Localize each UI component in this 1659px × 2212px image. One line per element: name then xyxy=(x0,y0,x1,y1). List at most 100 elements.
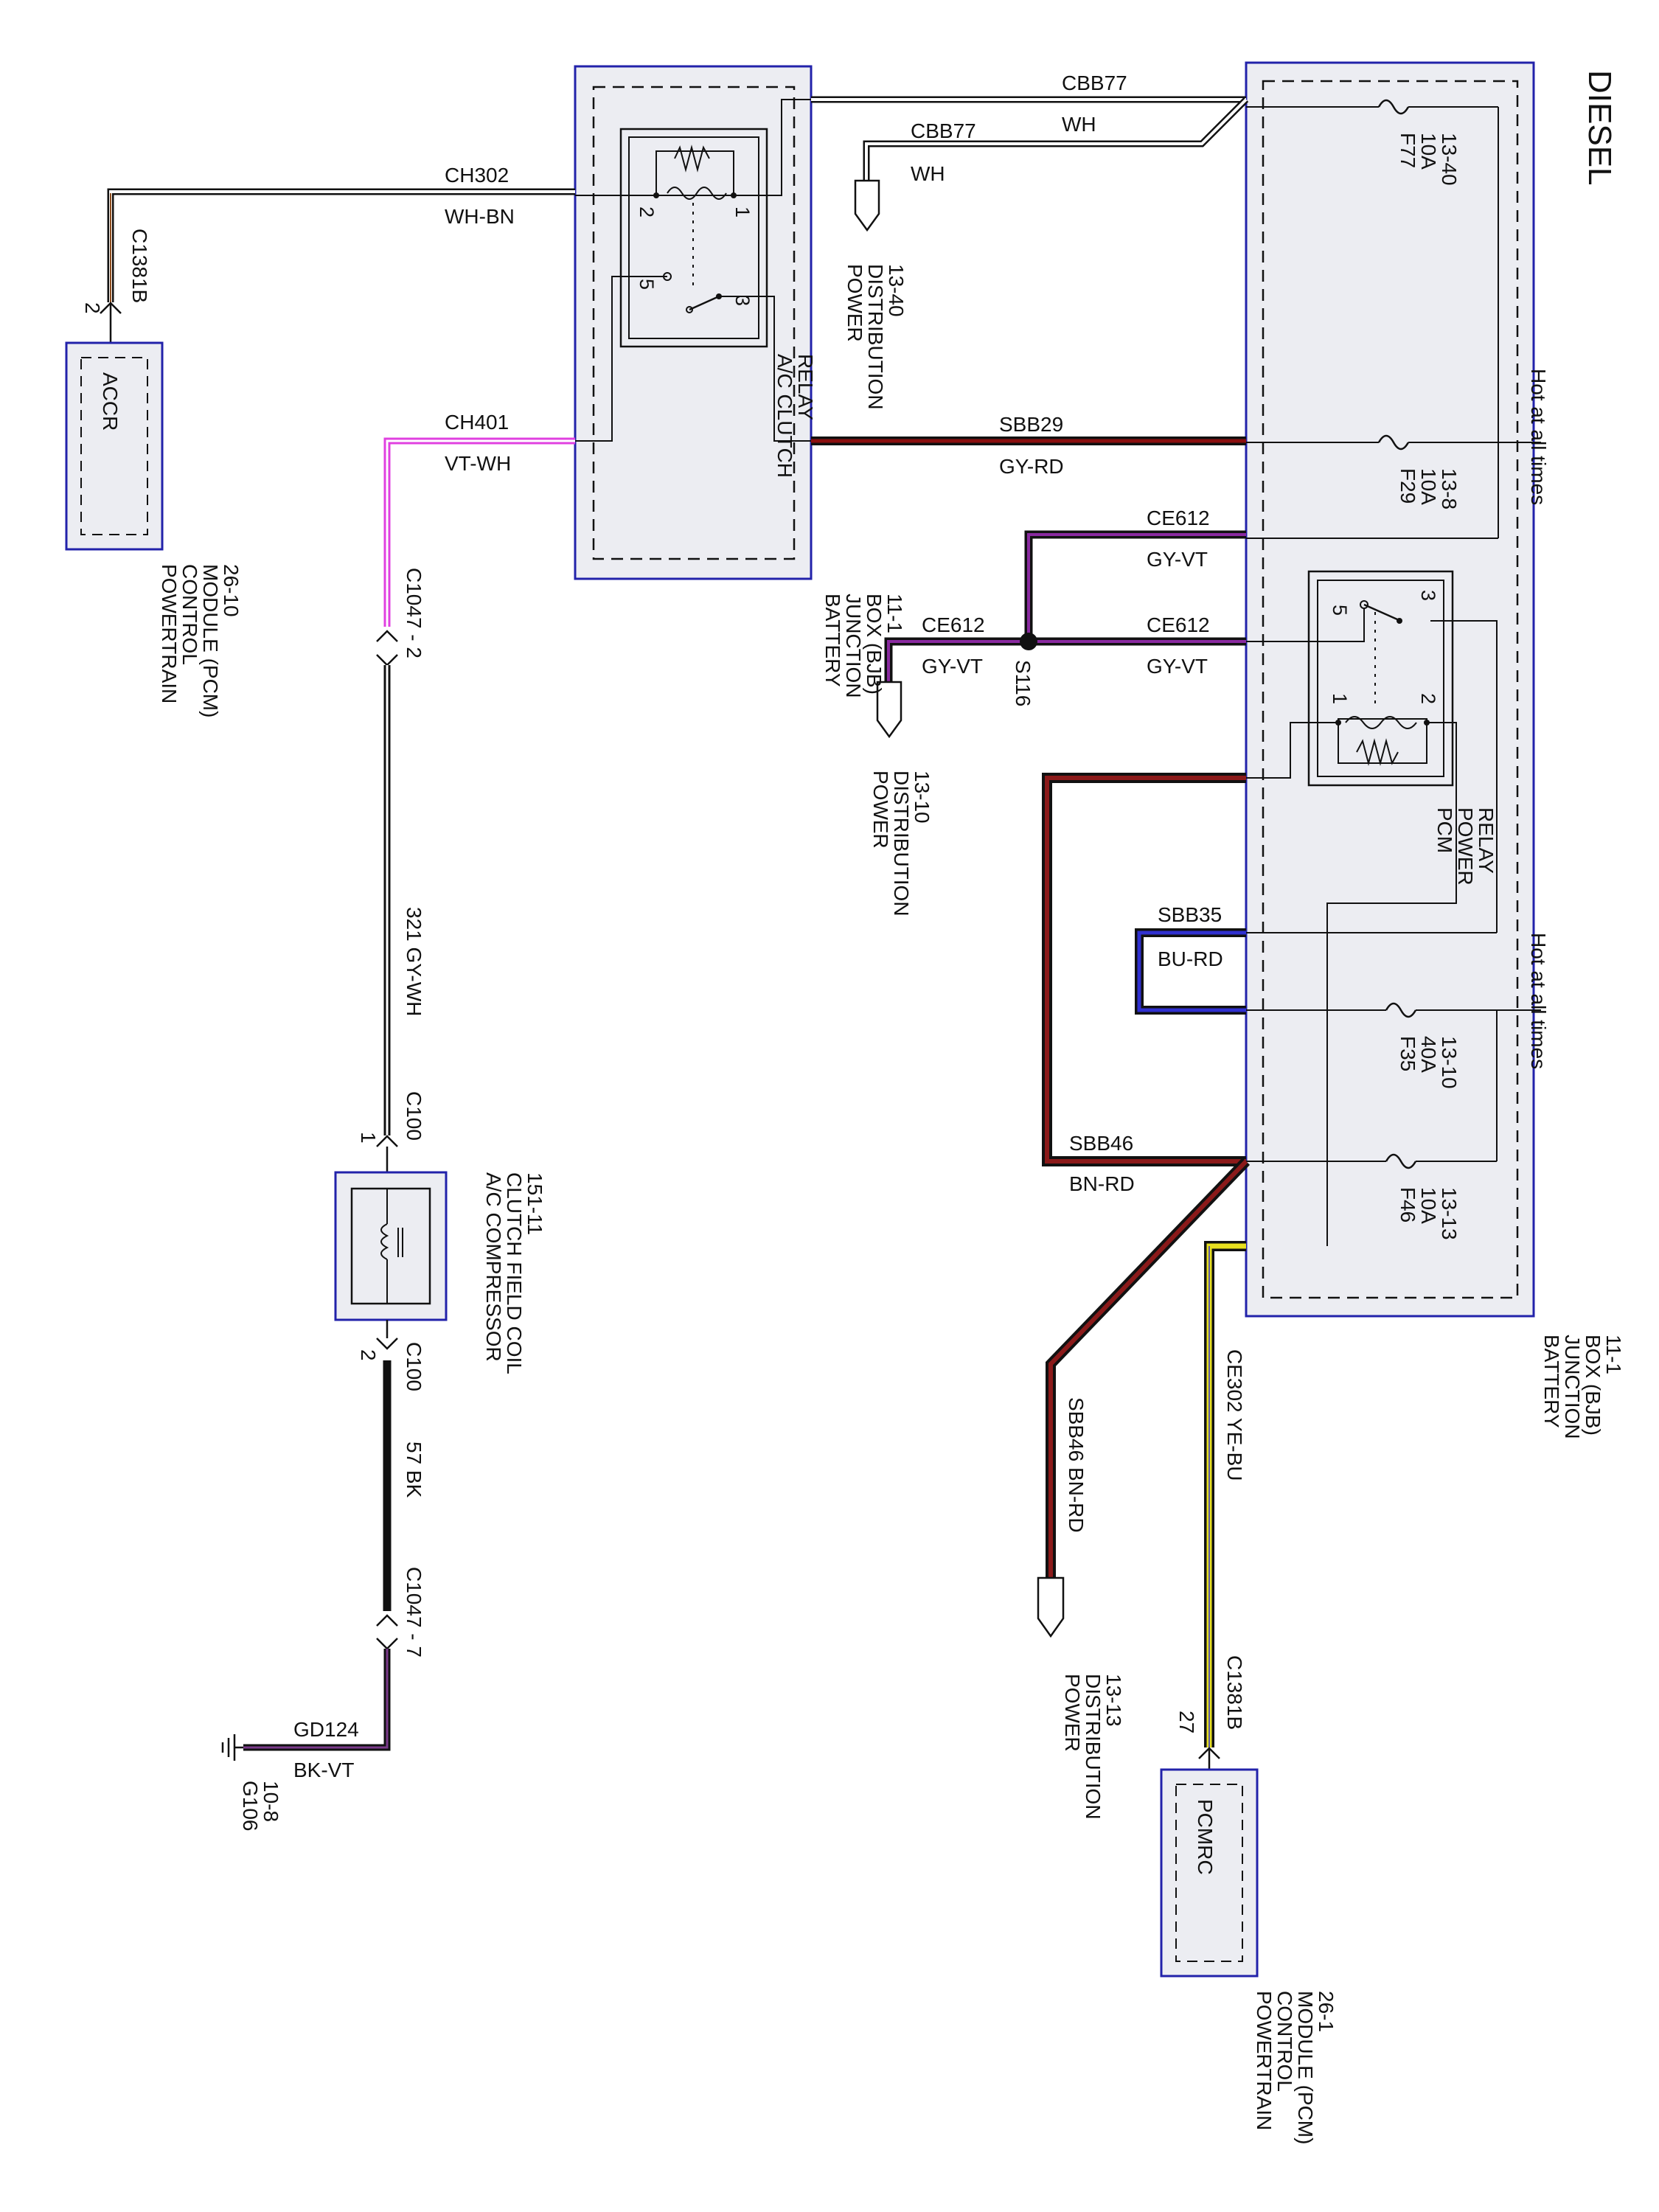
pcm-top-inner: ACCR xyxy=(99,372,122,431)
wire-ch401-color: VT-WH xyxy=(445,452,511,475)
bjb-main-box xyxy=(1245,61,1535,1318)
svg-text:40A: 40A xyxy=(1417,1036,1440,1073)
ac-relay-inner xyxy=(628,136,759,339)
wire-ce612-c-color: GY-VT xyxy=(922,655,983,678)
power-dist-13-10-label: POWER DISTRIBUTION 13-10 xyxy=(869,771,933,917)
wire-ce612-b-color: GY-VT xyxy=(1147,655,1208,678)
ac-relay-outer xyxy=(619,128,768,348)
wire-ce612-b-circuit: CE612 xyxy=(1147,613,1210,636)
svg-text:26-10: 26-10 xyxy=(220,564,243,617)
wire-cbb77-b-circuit: CBB77 xyxy=(911,119,976,142)
svg-text:5: 5 xyxy=(636,279,658,290)
c100-1-label: C100 xyxy=(403,1091,425,1141)
pcm-bottom-inner: PCMRC xyxy=(1194,1799,1217,1875)
svg-text:MODULE (PCM): MODULE (PCM) xyxy=(1294,1991,1317,2144)
svg-text:10A: 10A xyxy=(1417,468,1440,505)
svg-text:POWER: POWER xyxy=(1454,807,1477,886)
hot-note-1: Hot at all times xyxy=(1527,369,1550,505)
svg-text:JUNCTION: JUNCTION xyxy=(842,594,865,698)
svg-text:3: 3 xyxy=(731,295,754,306)
svg-text:A/C COMPRESSOR: A/C COMPRESSOR xyxy=(482,1172,505,1362)
wire-cbb77-b-color: WH xyxy=(911,162,945,185)
svg-text:BOX (BJB): BOX (BJB) xyxy=(1582,1335,1604,1436)
wire-ce302-label: CE302 YE-BU xyxy=(1223,1349,1246,1481)
svg-text:BATTERY: BATTERY xyxy=(821,594,844,687)
svg-text:F77: F77 xyxy=(1397,133,1419,168)
bjb-relay-label: BATTERY JUNCTION BOX (BJB) 11-1 xyxy=(821,594,906,698)
svg-text:13-40: 13-40 xyxy=(1438,133,1461,186)
pcm-relay-inner xyxy=(1317,580,1444,777)
fuse-f46-label: F46 10A 13-13 xyxy=(1397,1187,1461,1240)
svg-text:CLUTCH FIELD COIL: CLUTCH FIELD COIL xyxy=(503,1172,526,1374)
svg-text:13-10: 13-10 xyxy=(911,771,933,824)
pcm-relay-switch-arm xyxy=(1363,603,1398,621)
ac-relay-label: A/C CLUTCH RELAY xyxy=(773,354,817,478)
svg-text:5: 5 xyxy=(1329,605,1351,616)
svg-text:C1381B: C1381B xyxy=(128,229,151,303)
svg-text:BOX (BJB): BOX (BJB) xyxy=(863,594,886,695)
c1381b-bottom-label: C1381B xyxy=(1223,1655,1246,1730)
c1047-2-label: C1047 - 2 xyxy=(403,568,425,658)
svg-text:DISTRIBUTION: DISTRIBUTION xyxy=(1082,1674,1105,1820)
c1381b-top-label: C1381B xyxy=(128,229,151,303)
svg-text:10-8: 10-8 xyxy=(260,1781,282,1822)
wire-sbb35 xyxy=(1135,928,1246,1015)
wire-ch302-color: WH-BN xyxy=(445,205,515,228)
ac-relay-pins: 2 1 5 3 xyxy=(636,206,754,306)
pcm-top-box xyxy=(65,341,164,551)
pcm-bottom-label: POWERTRAIN CONTROL MODULE (PCM) 26-1 xyxy=(1253,1991,1338,2144)
ground-label: G106 10-8 xyxy=(239,1781,282,1832)
ac-relay-switch-arm xyxy=(689,295,720,311)
wire-sbb29-color: GY-RD xyxy=(999,455,1064,478)
svg-text:CONTROL: CONTROL xyxy=(178,564,201,665)
relay-3-wire xyxy=(1430,620,1498,933)
c1047-7-label: C1047 - 7 xyxy=(403,1567,425,1658)
svg-text:3: 3 xyxy=(1417,590,1439,601)
power-dist-13-40-connector xyxy=(854,179,880,232)
svg-text:11-1: 11-1 xyxy=(883,594,906,633)
ac-relay-coil-icon xyxy=(667,187,727,200)
power-dist-13-40-label: POWER DISTRIBUTION 13-40 xyxy=(844,264,908,410)
svg-text:A/C CLUTCH: A/C CLUTCH xyxy=(773,354,796,478)
ground-icon xyxy=(221,1734,243,1761)
wire-sbb46-v-label: SBB46 BN-RD xyxy=(1065,1397,1088,1533)
fuse-f46-icon xyxy=(1385,1153,1417,1169)
svg-text:1: 1 xyxy=(731,206,754,218)
svg-text:F46: F46 xyxy=(1397,1187,1419,1222)
svg-text:RELAY: RELAY xyxy=(794,354,817,420)
svg-text:POWER: POWER xyxy=(844,264,866,342)
svg-text:13-10: 13-10 xyxy=(1438,1036,1461,1089)
pcm-relay-outer xyxy=(1307,570,1454,787)
svg-text:G106: G106 xyxy=(239,1781,262,1832)
ch401-to-contact xyxy=(575,276,667,442)
svg-text:13-13: 13-13 xyxy=(1102,1674,1125,1727)
pcm-relay-pins: 3 5 1 2 xyxy=(1329,590,1439,704)
fuse-f29-label: F29 10A 13-8 xyxy=(1397,468,1461,509)
wire-sbb29-circuit: SBB29 xyxy=(999,413,1063,436)
svg-text:POWER: POWER xyxy=(869,771,892,849)
wire-sbb46-h-color: BN-RD xyxy=(1069,1172,1135,1195)
wire-ce612-a-color: GY-VT xyxy=(1147,548,1208,571)
pcm-relay-contact-3 xyxy=(1397,618,1402,624)
svg-text:2: 2 xyxy=(636,206,658,218)
bjb-main-dashed xyxy=(1262,80,1519,1299)
bjb-relay-box xyxy=(574,65,813,580)
wire-57-label: 57 BK xyxy=(403,1441,425,1498)
c1047-2-connector-icon xyxy=(376,630,398,642)
compressor-label: A/C COMPRESSOR CLUTCH FIELD COIL 151-11 xyxy=(482,1172,546,1374)
svg-text:13-13: 13-13 xyxy=(1438,1187,1461,1240)
wire-gd124-circuit: GD124 xyxy=(293,1718,359,1741)
pcm-relay-label: PCM POWER RELAY xyxy=(1433,807,1498,886)
wire-ch302-circuit: CH302 xyxy=(445,164,509,187)
wire-gd124-color: BK-VT xyxy=(293,1759,354,1781)
svg-text:DISTRIBUTION: DISTRIBUTION xyxy=(890,771,913,917)
bjb-main-label: BATTERY JUNCTION BOX (BJB) 11-1 xyxy=(1540,1335,1625,1439)
svg-text:10A: 10A xyxy=(1417,133,1440,170)
wire-ce612-a xyxy=(1024,530,1246,641)
svg-text:10A: 10A xyxy=(1417,1187,1440,1224)
svg-text:2: 2 xyxy=(1417,693,1439,704)
svg-text:F35: F35 xyxy=(1397,1036,1419,1071)
hot-note-2: Hot at all times xyxy=(1527,933,1550,1069)
